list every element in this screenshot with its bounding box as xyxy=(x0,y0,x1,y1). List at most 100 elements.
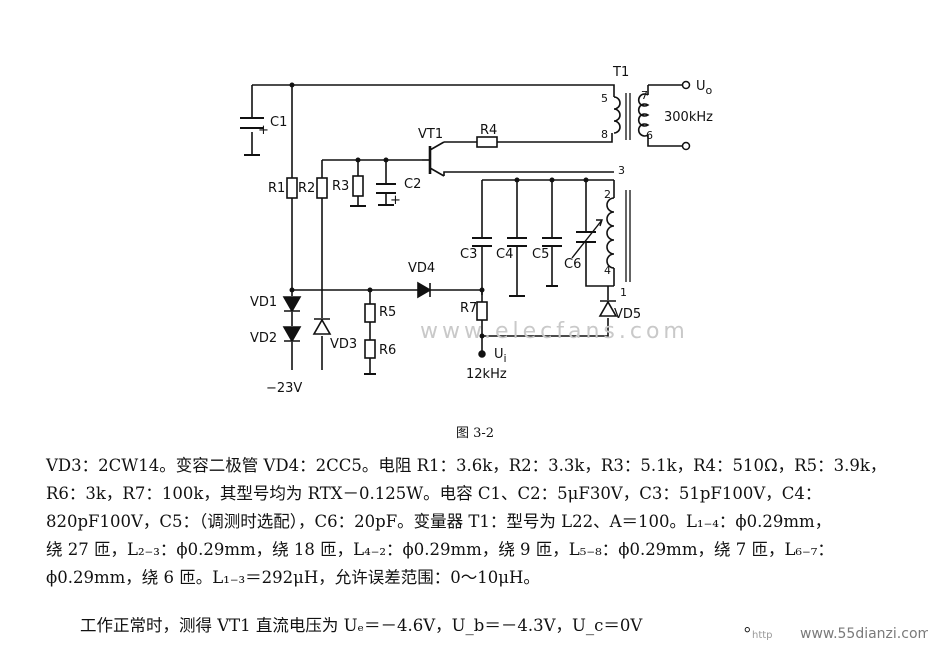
pin2-label: 2 xyxy=(604,188,611,201)
transformer-t1 xyxy=(606,93,650,282)
vd3-diode xyxy=(312,318,332,335)
spec-line-5: ϕ0.29mm，绕 6 匝。L₁₋₃＝292μH，允许误差范围：0～10μH。 xyxy=(46,568,540,587)
pin5-label: 5 xyxy=(601,92,608,105)
c5-label: C5 xyxy=(532,247,549,262)
r6-resistor xyxy=(364,339,376,359)
junction xyxy=(583,177,589,183)
freq-in-label: 12kHz xyxy=(466,367,507,382)
top-rail-wire xyxy=(252,84,615,97)
supply-label: −23V xyxy=(266,381,302,396)
c3-capacitor xyxy=(472,237,492,247)
junction-dots xyxy=(289,82,589,339)
junction xyxy=(355,157,361,163)
winding-6-7 xyxy=(637,93,650,137)
pin7-label: 7 xyxy=(641,89,648,102)
component-labels: T1 Uo 300kHz C1 + VT1 R4 R1 R2 R3 C2 + C… xyxy=(250,65,713,396)
figure-caption: 图 3-2 xyxy=(456,426,494,441)
uo-label-main: U xyxy=(696,79,706,94)
diodes xyxy=(282,281,618,343)
r4-resistor xyxy=(476,136,498,148)
c5-capacitor xyxy=(542,237,562,247)
vt1-emitter-lead xyxy=(429,167,445,177)
http-watermark: http xyxy=(752,630,773,641)
junction xyxy=(289,287,295,293)
pin6-label: 6 xyxy=(646,129,653,142)
measurement-line: 工作正常时，测得 VT1 直流电压为 Uₑ＝－4.6V，U_b＝－4.3V，U_… xyxy=(80,616,643,635)
uo-terminal-top xyxy=(681,80,691,90)
pin8-label: 8 xyxy=(601,128,608,141)
c4-capacitor xyxy=(507,237,527,247)
r1-resistor xyxy=(286,177,298,199)
out-bottom-wire xyxy=(647,135,682,147)
vd5-diode xyxy=(598,300,618,317)
vd4-label: VD4 xyxy=(408,261,435,276)
c1-capacitor xyxy=(240,117,264,129)
c1-label: C1 xyxy=(270,115,287,130)
junction xyxy=(479,287,485,293)
capacitors xyxy=(240,117,603,259)
r1-label: R1 xyxy=(268,181,285,196)
spec-line-3: 820pF100V，C5：（调测时选配），C6：20pF。变量器 T1：型号为 … xyxy=(46,512,832,531)
resistors xyxy=(286,136,498,359)
r7-bus-wire xyxy=(481,318,609,337)
c1-plus: + xyxy=(258,123,269,138)
c6-trimmer-arrow xyxy=(571,219,603,259)
uo-label-sub: o xyxy=(706,84,713,97)
c6-label: C6 xyxy=(564,257,581,272)
pin1-label: 1 xyxy=(620,286,627,299)
freq-out-label: 300kHz xyxy=(664,110,713,125)
uo-terminal-bottom xyxy=(681,141,691,151)
vt1-label: VT1 xyxy=(418,127,443,142)
terminals xyxy=(478,80,691,358)
junction xyxy=(514,177,520,183)
vd1-label: VD1 xyxy=(250,295,277,310)
junction xyxy=(289,82,295,88)
winding-5-8 xyxy=(613,96,621,134)
c4-label: C4 xyxy=(496,247,513,262)
c3-label: C3 xyxy=(460,247,477,262)
ui-label-main: U xyxy=(494,347,504,362)
junction xyxy=(549,177,555,183)
c2-plus: + xyxy=(390,193,401,208)
r3-label: R3 xyxy=(332,179,349,194)
vd1-diode xyxy=(282,296,302,313)
vd2-diode xyxy=(282,326,302,343)
r2-label: R2 xyxy=(298,181,315,196)
c6-bottom-wire xyxy=(585,242,614,287)
r6-label: R6 xyxy=(379,343,396,358)
r7-label: R7 xyxy=(460,301,477,316)
schematic-wires xyxy=(251,84,682,374)
junction xyxy=(479,333,485,339)
ground-symbols xyxy=(244,154,558,375)
pin3-label: 3 xyxy=(618,164,625,177)
measurement-line-end: 。 xyxy=(744,616,761,636)
winding-1-4 xyxy=(606,197,615,269)
r2-resistor xyxy=(316,177,328,199)
pin4-label: 4 xyxy=(604,264,611,277)
r7-resistor xyxy=(476,301,488,321)
t1-core-top xyxy=(625,93,631,140)
circuit-schematic: www.elecfans.com T1 Uo 300kHz C1 + VT1 R… xyxy=(240,65,713,441)
junction xyxy=(383,157,389,163)
c2-label: C2 xyxy=(404,177,421,192)
r3-resistor xyxy=(352,175,364,197)
c2-capacitor xyxy=(376,183,396,194)
t1-label: T1 xyxy=(612,65,629,80)
uo-label: Uo xyxy=(696,79,713,97)
t1-core-bottom xyxy=(625,190,631,282)
r4-right-wire xyxy=(497,133,613,143)
r5-label: R5 xyxy=(379,305,396,320)
site-watermark: www.55dianzi.com xyxy=(800,626,928,642)
watermark-text: www.elecfans.com xyxy=(420,319,689,344)
vd3-label: VD3 xyxy=(330,337,357,352)
spec-line-2: R6：3k，R7：100k，其型号均为 RTX－0.125W。电容 C1、C2：… xyxy=(46,484,822,503)
vd5-label: VD5 xyxy=(614,307,641,322)
ui-label-sub: i xyxy=(504,352,507,365)
ui-label: Ui xyxy=(494,347,507,365)
vd2-label: VD2 xyxy=(250,331,277,346)
spec-line-4: 绕 27 匝，L₂₋₃：ϕ0.29mm，绕 18 匝，L₄₋₂：ϕ0.29mm，… xyxy=(46,540,834,559)
ui-terminal xyxy=(478,350,486,358)
r4-label: R4 xyxy=(480,123,497,138)
emitter-to-tap-wire xyxy=(443,171,614,176)
spec-line-1: VD3：2CW14。变容二极管 VD4：2CC5。电阻 R1：3.6k，R2：3… xyxy=(46,456,887,475)
